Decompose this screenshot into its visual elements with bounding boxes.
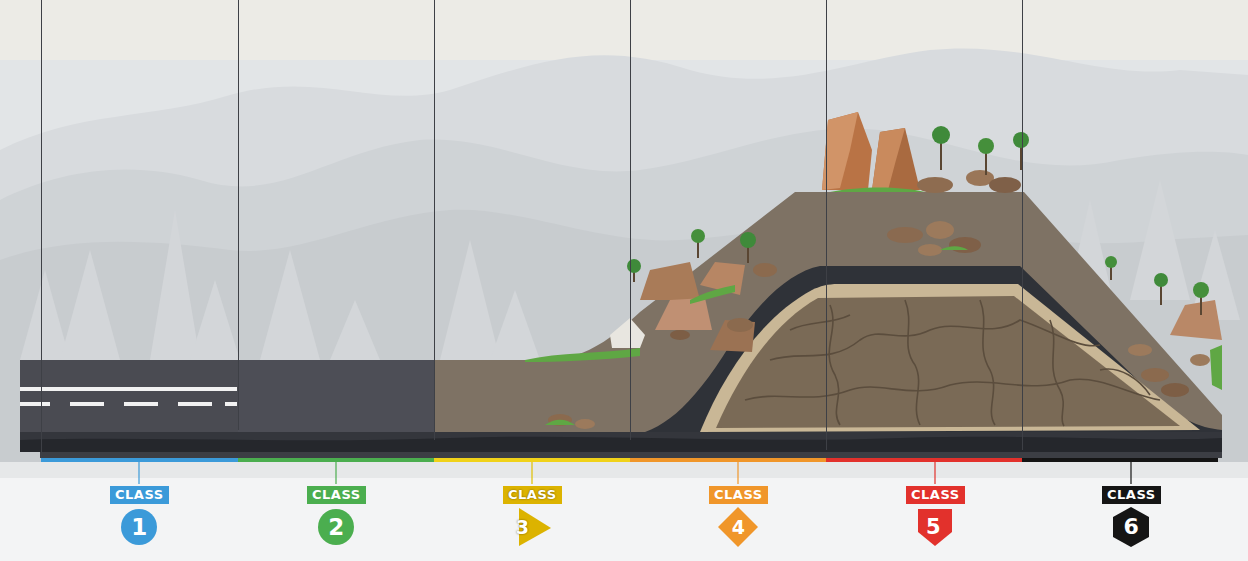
rock-rim <box>700 284 1200 432</box>
grass <box>525 188 1222 426</box>
bedrock-cracks <box>745 300 1160 426</box>
ground-band <box>0 462 1248 478</box>
class-badge: CLASS 6 <box>1102 486 1161 548</box>
class-badge: CLASS 4 <box>709 486 768 548</box>
class-number: 1 <box>131 516 147 539</box>
mountain-layer <box>0 128 1248 478</box>
class-tag: CLASS <box>906 486 965 504</box>
class-number: 6 <box>1124 516 1139 538</box>
leader-lines <box>139 462 1131 484</box>
column-dividers <box>42 0 1023 460</box>
class-tag: CLASS <box>307 486 366 504</box>
class-badge: CLASS 3 <box>503 486 562 548</box>
class-number: 4 <box>732 518 745 537</box>
diamond-badge: 4 <box>717 506 759 548</box>
lane-line <box>20 387 237 391</box>
lane-dashes <box>20 402 237 406</box>
mountain-layer <box>0 48 1248 478</box>
circle-badge: 2 <box>315 506 357 548</box>
rock-layer <box>628 266 1222 440</box>
base-layer <box>20 437 1222 452</box>
difficulty-scale-bar <box>41 458 1218 462</box>
triangle-badge: 3 <box>511 506 553 548</box>
class-number: 2 <box>328 516 344 539</box>
hexagon-badge: 6 <box>1110 506 1152 548</box>
hill <box>434 192 1222 440</box>
base-layer <box>40 452 1222 458</box>
class-number: 3 <box>516 518 529 537</box>
class-number: 5 <box>926 517 941 538</box>
bedrock <box>716 296 1180 428</box>
class-tag: CLASS <box>110 486 169 504</box>
paved-road <box>20 360 434 442</box>
pentagon-badge: 5 <box>914 506 956 548</box>
class-tag: CLASS <box>503 486 562 504</box>
sky <box>0 0 1248 478</box>
class-badge: CLASS 2 <box>307 486 366 548</box>
unpaved-road <box>238 360 434 442</box>
class-badge: CLASS 5 <box>906 486 965 548</box>
circle-badge: 1 <box>118 506 160 548</box>
trees <box>627 126 1209 315</box>
class-tag: CLASS <box>1102 486 1161 504</box>
sky-glow <box>0 0 1248 60</box>
class-badge: CLASS 1 <box>110 486 169 548</box>
boulders <box>548 112 1222 429</box>
class-tag: CLASS <box>709 486 768 504</box>
